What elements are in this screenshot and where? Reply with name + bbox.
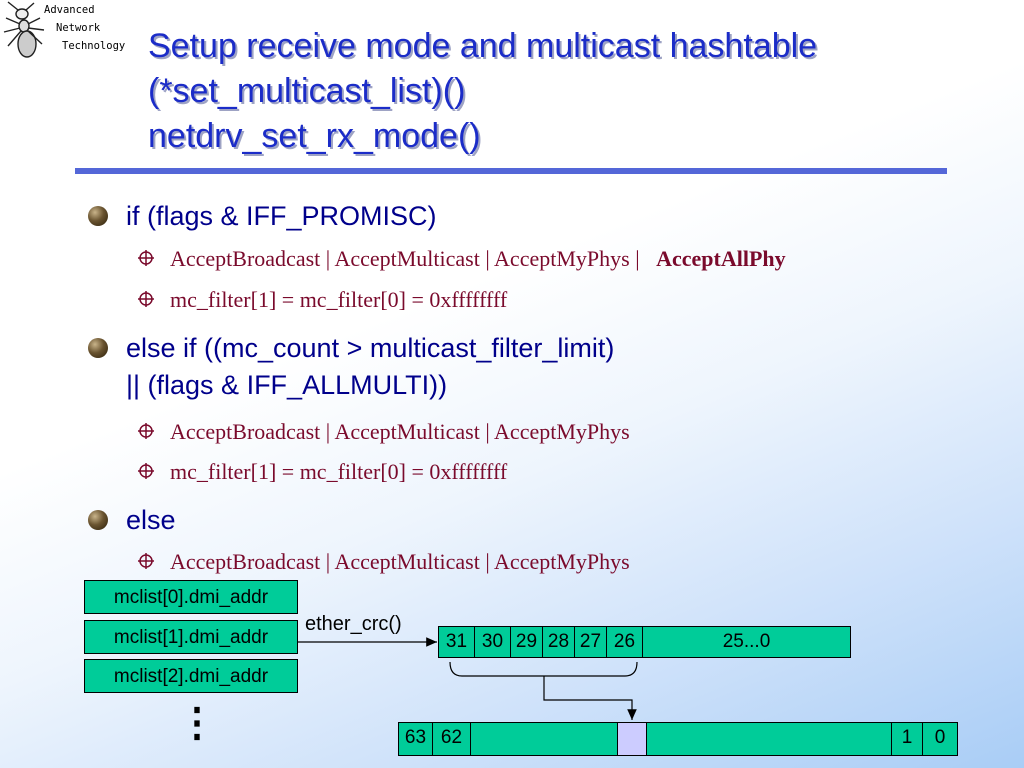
bullet-ball-icon <box>88 510 108 530</box>
title-line-3: netdrv_set_rx_mode() <box>148 117 481 155</box>
sub-bullet-text: AcceptBroadcast | AcceptMulticast | Acce… <box>170 419 630 444</box>
crc-register: 31 30 29 28 27 26 25...0 <box>438 626 851 658</box>
bullet-text: if (flags & IFF_PROMISC) <box>126 201 437 231</box>
crosshair-bullet-icon <box>138 291 154 307</box>
crc-bits-25-0: 25...0 <box>722 631 771 652</box>
crc-label: ether_crc() <box>305 613 402 635</box>
sub-bullet-text: AcceptBroadcast | AcceptMulticast | Acce… <box>170 246 640 271</box>
sub-bullet-bold-text: AcceptAllPhy <box>656 246 786 271</box>
hash-bit-62: 62 <box>433 723 471 755</box>
bit-brace <box>449 661 638 677</box>
bullet-text-line-2: || (flags & IFF_ALLMULTI)) <box>126 370 448 400</box>
mclist-box-2: mclist[2].dmi_addr <box>84 659 298 693</box>
title-line-1: Setup receive mode and multicast hashtab… <box>148 27 818 65</box>
crc-bit-30: 30 <box>475 627 511 657</box>
logo-line-3: Technology <box>62 40 126 52</box>
mclist-box-1: mclist[1].dmi_addr <box>84 620 298 654</box>
logo-line-1: Advanced <box>44 4 95 16</box>
selected-hash-bit <box>617 723 647 755</box>
hash-arrow <box>543 676 637 720</box>
crc-bit-28: 28 <box>543 627 575 657</box>
hash-bit-0: 0 <box>934 727 946 748</box>
ellipsis: ⋮ <box>177 701 217 745</box>
mclist-box-0: mclist[0].dmi_addr <box>84 580 298 614</box>
bullet-ball-icon <box>88 338 108 358</box>
crosshair-bullet-icon <box>138 463 154 479</box>
bullet-text-line-1: else if ((mc_count > multicast_filter_li… <box>126 333 615 363</box>
bullet-text: else <box>126 505 176 535</box>
hash-register: 63 62 1 0 <box>398 722 958 756</box>
logo: Advanced Network Technology <box>0 0 130 68</box>
crc-bit-26: 26 <box>607 627 643 657</box>
sub-bullet-text: mc_filter[1] = mc_filter[0] = 0xffffffff <box>170 459 508 484</box>
sub-bullet-text: mc_filter[1] = mc_filter[0] = 0xffffffff <box>170 287 508 312</box>
hash-bit-1: 1 <box>891 723 923 755</box>
title-line-2: (*set_multicast_list)() <box>148 72 466 110</box>
crc-bit-31: 31 <box>439 627 475 657</box>
crc-bit-29: 29 <box>511 627 543 657</box>
bullet-ball-icon <box>88 206 108 226</box>
hash-bit-63: 63 <box>399 723 433 755</box>
title-underline <box>75 168 947 174</box>
crosshair-bullet-icon <box>138 553 154 569</box>
crosshair-bullet-icon <box>138 250 154 266</box>
crc-bit-27: 27 <box>575 627 607 657</box>
sub-bullet-text: AcceptBroadcast | AcceptMulticast | Acce… <box>170 549 630 574</box>
crosshair-bullet-icon <box>138 423 154 439</box>
ant-icon <box>3 1 45 58</box>
slide-title: Setup receive mode and multicast hashtab… <box>148 24 817 159</box>
logo-line-2: Network <box>56 22 101 34</box>
